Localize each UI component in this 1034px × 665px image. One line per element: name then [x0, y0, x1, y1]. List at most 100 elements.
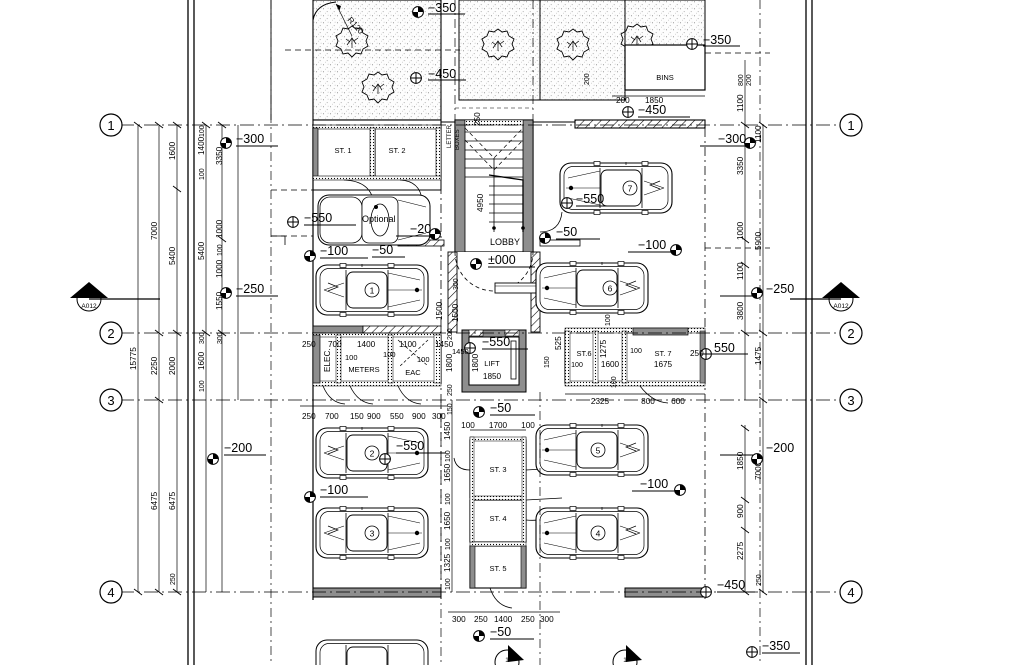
dim-1400: 1400	[197, 136, 206, 155]
level-19: −550	[396, 439, 424, 453]
dim-c-100d: 100	[445, 578, 452, 590]
level-11: −100	[638, 238, 666, 252]
level-mark-icon	[744, 137, 756, 149]
level-2: −450	[428, 67, 456, 81]
dim-b-250b: 250	[521, 615, 535, 624]
room-label-eac: EAC	[405, 368, 421, 377]
level-8: −20	[410, 222, 431, 236]
dim-s-700: 700	[328, 340, 342, 349]
grid-bubbles-right: 1 2 3 4	[839, 113, 863, 604]
grid-bubble-1r: 1	[847, 118, 854, 133]
level-550-lift: −550	[482, 335, 510, 349]
car-number: 3	[370, 529, 375, 539]
level-mark-icon	[379, 453, 391, 465]
level-17: −200	[224, 441, 252, 455]
dim-525: 525	[554, 336, 563, 350]
level-1: −350	[703, 33, 731, 47]
dims-top-center: 250 200 1850 200	[455, 73, 705, 126]
car-3: 3	[315, 505, 429, 561]
level-mark-icon	[220, 287, 232, 299]
dimension-chain-left	[137, 125, 239, 592]
dim-100c: 100	[217, 244, 224, 256]
lift-core: LIFT 1850 1800 −550	[461, 329, 528, 393]
dim-c-1650b: 1650	[443, 511, 452, 530]
grid-bubble-4: 4	[107, 585, 114, 600]
dim-sb-900b: 900	[412, 412, 426, 421]
grid-bubble-2: 2	[107, 326, 114, 341]
level-mark-icon	[473, 630, 485, 642]
room-label-lift: LIFT	[484, 359, 500, 368]
grid-bubble-1: 1	[107, 118, 114, 133]
dim-550m: 550	[714, 341, 735, 355]
level-mark-icon	[561, 197, 573, 209]
level-22: −450	[717, 578, 745, 592]
level-mark-icon	[412, 6, 424, 18]
car-number: 7	[628, 184, 633, 194]
level-mark-icon	[746, 646, 758, 658]
dim-c-100c: 100	[445, 538, 452, 550]
section-marker-bottom-left: 1	[494, 645, 524, 665]
level-6: −550	[304, 211, 332, 225]
dim-top-200: 200	[616, 96, 630, 105]
dim-c-1325: 1325	[443, 553, 452, 572]
level-mark-icon	[473, 406, 485, 418]
dim-800: 800	[738, 74, 745, 86]
dim-c-100a: 100	[445, 450, 452, 462]
dims-st67-bottom: 2325 800 600 100 100	[565, 314, 705, 406]
level-15: −250	[766, 282, 794, 296]
dim-100a: 100	[199, 125, 206, 137]
dim-stair-4950: 4950	[476, 193, 485, 212]
dim-s-100c: 100	[417, 355, 430, 364]
section-number: 1	[87, 293, 91, 300]
room-label-st7: ST. 7	[654, 349, 671, 358]
section-number: 1	[839, 293, 843, 300]
dim-lift-1450: 1450	[452, 347, 469, 356]
level-10: −100	[320, 244, 348, 258]
dim-2325: 2325	[591, 397, 610, 406]
car-number: 2	[370, 449, 375, 459]
dim-1100b: 1100	[754, 125, 763, 143]
car-bottom-partial	[315, 639, 429, 665]
section-number: 1	[623, 657, 627, 664]
level-mark-icon	[700, 586, 712, 598]
parked-cars: Optional 1 2 3 4 5 6	[315, 160, 673, 665]
dim-1700: 1700	[489, 421, 508, 430]
car-1: 1	[315, 262, 429, 318]
dim-300a: 300	[199, 332, 206, 344]
dim-250m: 250	[690, 349, 704, 358]
dim-s-1400: 1400	[357, 340, 376, 349]
dim-lobby-1500: 1500	[451, 303, 460, 322]
dims-storage-column: 1450 100 1650 100 1650 100 1325 100	[443, 400, 453, 592]
dim-lobby-1500b: 1500	[435, 301, 444, 320]
dim-s-250: 250	[447, 384, 454, 396]
dim-st6-1600: 1600	[601, 360, 620, 369]
level-4: −300	[236, 132, 264, 146]
section-marker-left: 1 A012	[70, 282, 160, 312]
dim-300b: 300	[217, 332, 224, 344]
level-mark-icon	[410, 72, 422, 84]
level-mark-icon	[429, 228, 441, 240]
level-mark-icon	[207, 453, 219, 465]
level-annotations: −350 −350 −450 −450 −300 −300 −550 −550 …	[207, 1, 800, 658]
level-14: −250	[236, 282, 264, 296]
dim-2275: 2275	[736, 541, 745, 560]
dim-800: 800	[641, 397, 655, 406]
dim-lift-1850: 1850	[483, 372, 502, 381]
dim-1100a: 1100	[736, 94, 745, 112]
level-23: −50	[490, 625, 511, 639]
grid-bubbles-left: 1 2 3 4	[99, 113, 123, 604]
room-label-st6: ST.6	[576, 349, 591, 358]
room-label-st1: ST. 1	[334, 146, 351, 155]
dim-2000: 2000	[168, 356, 177, 375]
car-number: 6	[608, 284, 613, 294]
level-13: ±000	[488, 253, 516, 267]
dims-lobby: 300 1500 1500 1450	[435, 278, 469, 356]
dims-services-bottom: 250 700 150 900 550 900 300	[300, 405, 448, 421]
room-label-meters: METERS	[348, 365, 379, 374]
dim-1475: 1475	[754, 346, 763, 365]
level-mark-icon	[622, 106, 634, 118]
level-5: −300	[718, 132, 746, 146]
dim-s-250: 250	[302, 340, 316, 349]
dim-1600b: 1600	[197, 351, 206, 370]
